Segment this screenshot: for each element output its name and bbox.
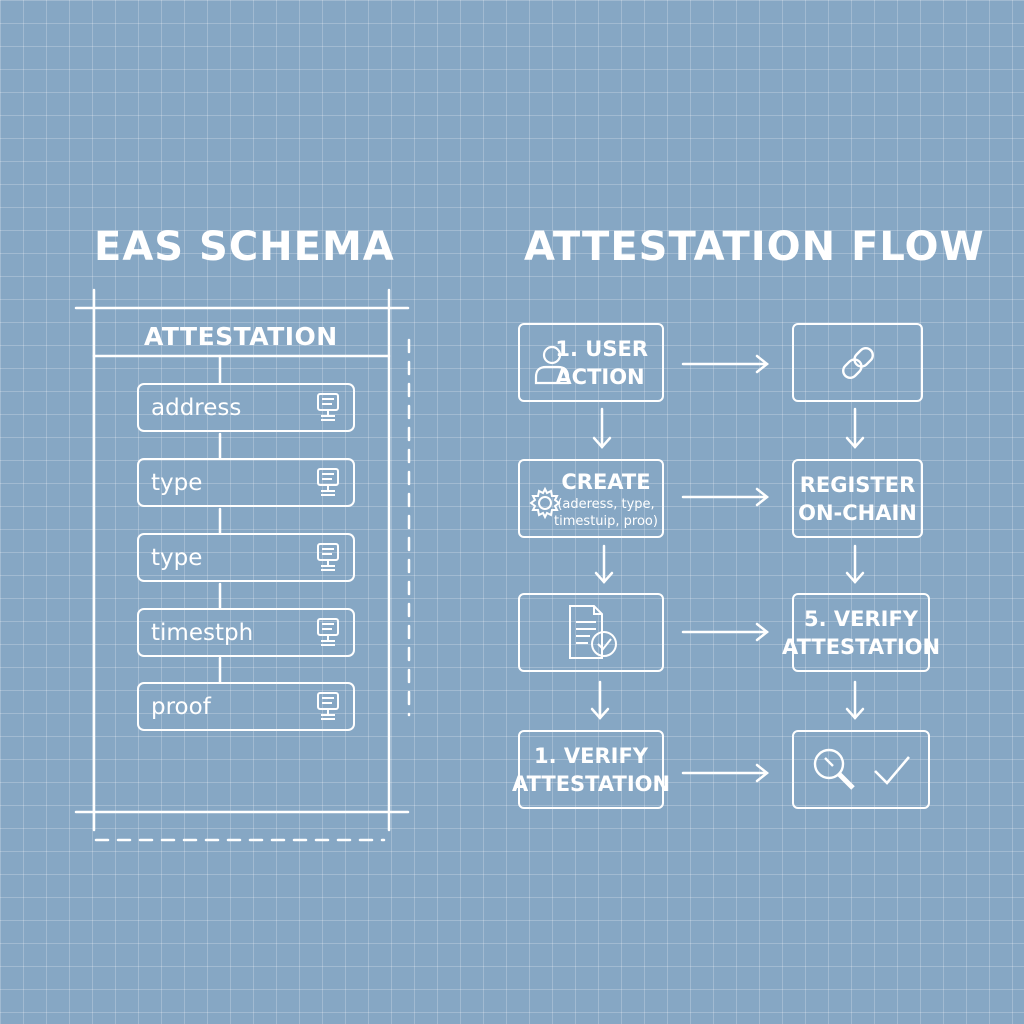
form-field-icon bbox=[317, 542, 339, 571]
register-label: REGISTER ON-CHAIN bbox=[798, 472, 917, 525]
user-icon bbox=[534, 345, 570, 385]
flow-arrow-right-2 bbox=[845, 544, 865, 584]
schema-field[interactable]: address bbox=[137, 383, 355, 432]
flow-title: ATTESTATION FLOW bbox=[524, 224, 985, 270]
register-box[interactable]: REGISTER ON-CHAIN bbox=[792, 459, 923, 538]
verify-right-box[interactable]: 5. VERIFY ATTESTATION bbox=[782, 593, 940, 672]
checkmark-icon bbox=[874, 755, 910, 785]
verify-left-label: 1. VERIFY ATTESTATION bbox=[511, 743, 671, 796]
form-field-icon bbox=[317, 617, 339, 646]
flow-arrow-row2 bbox=[681, 487, 770, 507]
field-label: type bbox=[151, 544, 203, 571]
field-label: proof bbox=[151, 693, 211, 720]
flow-arrow-left-3 bbox=[590, 680, 610, 720]
schema-title: EAS SCHEMA bbox=[94, 224, 395, 270]
verify-left-box[interactable]: 1. VERIFY ATTESTATION bbox=[512, 730, 670, 809]
schema-header: ATTESTATION bbox=[144, 322, 338, 351]
field-label: type bbox=[151, 469, 203, 496]
document-box[interactable] bbox=[518, 593, 664, 672]
magnifier-icon bbox=[813, 748, 855, 790]
document-check-icon bbox=[569, 604, 617, 659]
user-action-label: 1. USER ACTION bbox=[555, 336, 648, 389]
chain-box[interactable] bbox=[792, 323, 923, 402]
schema-field[interactable]: proof bbox=[137, 682, 355, 731]
form-field-icon bbox=[317, 392, 339, 421]
flow-arrow-right-1 bbox=[845, 407, 865, 449]
flow-arrow-left-1 bbox=[592, 407, 612, 449]
search-check-box[interactable] bbox=[792, 730, 930, 809]
schema-field[interactable]: type bbox=[137, 458, 355, 507]
flow-arrow-row3 bbox=[681, 622, 770, 642]
flow-arrow-row1 bbox=[681, 354, 770, 374]
flow-arrow-right-3 bbox=[845, 680, 865, 720]
flow-arrow-left-2 bbox=[594, 544, 614, 584]
form-field-icon bbox=[317, 691, 339, 720]
user-action-box[interactable]: 1. USER ACTION bbox=[518, 323, 664, 402]
field-label: timestph bbox=[151, 619, 254, 646]
chain-link-icon bbox=[841, 346, 874, 379]
create-sublabel: (aderess, type, timestuip, proo) bbox=[554, 496, 658, 529]
schema-field[interactable]: timestph bbox=[137, 608, 355, 657]
verify-right-label: 5. VERIFY ATTESTATION bbox=[781, 606, 941, 659]
create-box[interactable]: CREATE (aderess, type, timestuip, proo) bbox=[518, 459, 664, 538]
flow-arrow-row4 bbox=[681, 763, 770, 783]
gear-icon bbox=[529, 486, 561, 520]
schema-field[interactable]: type bbox=[137, 533, 355, 582]
create-label: CREATE bbox=[561, 469, 651, 494]
form-field-icon bbox=[317, 467, 339, 496]
field-label: address bbox=[151, 394, 242, 421]
